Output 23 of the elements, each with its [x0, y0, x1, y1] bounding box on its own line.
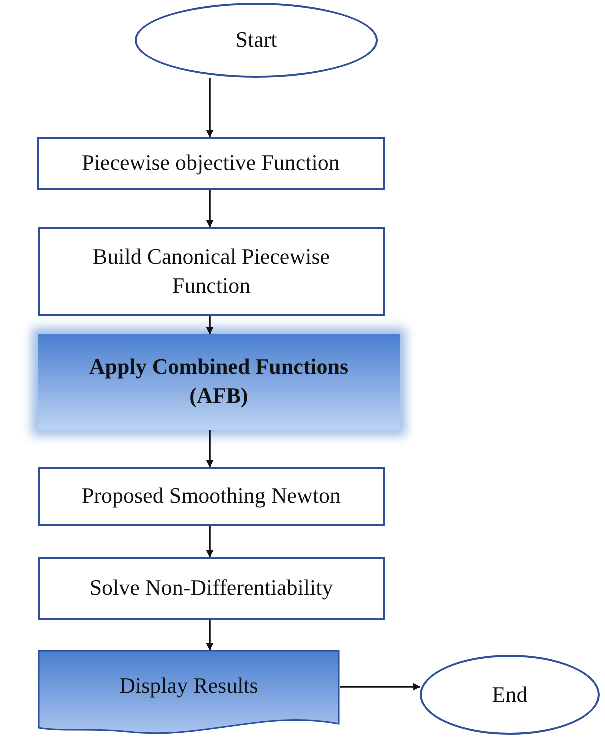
node-label: Build Canonical Piecewise Function [92, 242, 332, 300]
process-box [37, 137, 385, 190]
arrow [340, 683, 421, 691]
node-label: Start [234, 26, 278, 54]
arrow [206, 526, 214, 558]
terminal-ellipse [420, 655, 600, 735]
node-label: End [491, 680, 529, 709]
process-box [38, 557, 385, 620]
node-label: Apply Combined Functions (AFB) [88, 353, 350, 410]
arrow [206, 430, 214, 468]
arrow [206, 316, 214, 335]
process-box [38, 227, 385, 316]
highlighted-process-box [38, 334, 400, 430]
arrow [206, 190, 214, 228]
node-label: Display Results [118, 672, 260, 700]
process-box [38, 467, 385, 526]
document-shape [38, 650, 340, 736]
node-label: Solve Non-Differentiability [88, 574, 334, 602]
arrow [206, 78, 214, 138]
node-label: Piecewise objective Function [81, 149, 341, 178]
node-label: Proposed Smoothing Newton [80, 482, 342, 510]
arrow [206, 620, 214, 651]
terminal-ellipse [135, 3, 378, 78]
